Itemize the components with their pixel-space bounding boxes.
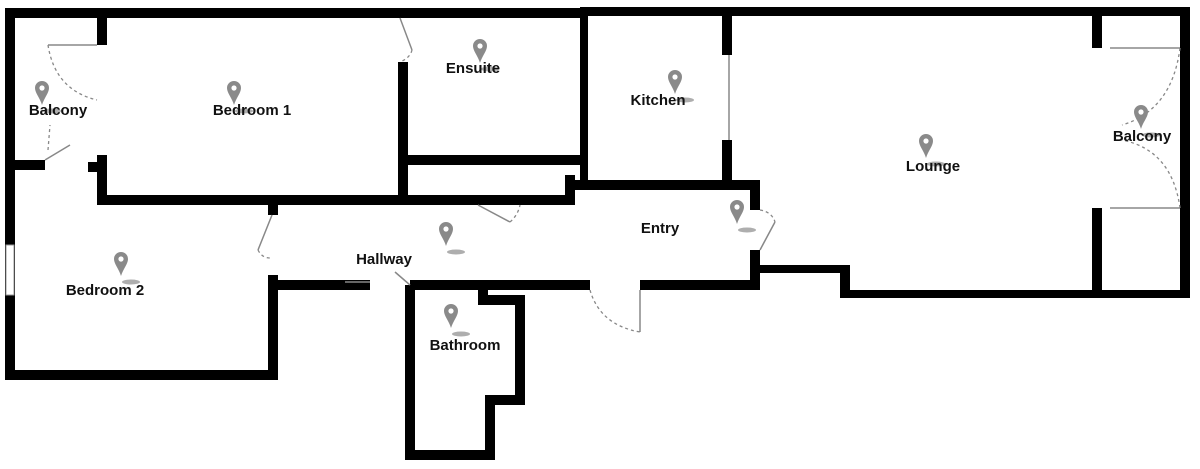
room-bathroom[interactable]: Bathroom xyxy=(430,304,501,354)
doors xyxy=(44,17,1181,333)
room-label: Lounge xyxy=(906,158,960,175)
room-bedroom-2[interactable]: Bedroom 2 xyxy=(66,252,144,299)
room-bedroom-1[interactable]: Bedroom 1 xyxy=(213,81,291,119)
room-lounge[interactable]: Lounge xyxy=(906,134,960,175)
window xyxy=(5,244,15,296)
room-label: Balcony xyxy=(29,102,88,119)
room-label: Bathroom xyxy=(430,337,501,354)
room-ensuite[interactable]: Ensuite xyxy=(446,39,500,77)
room-label: Entry xyxy=(641,220,680,237)
location-pin-icon xyxy=(444,304,470,337)
location-pin-icon xyxy=(114,252,140,285)
room-label: Bedroom 1 xyxy=(213,102,291,119)
room-entry[interactable]: Entry xyxy=(641,200,756,237)
room-label: Kitchen xyxy=(630,92,685,109)
room-label: Balcony xyxy=(1113,128,1172,145)
room-balcony-left[interactable]: Balcony xyxy=(29,81,88,119)
room-label: Ensuite xyxy=(446,60,500,77)
room-balcony-right[interactable]: Balcony xyxy=(1113,105,1172,145)
room-kitchen[interactable]: Kitchen xyxy=(630,70,694,109)
room-hallway[interactable]: Hallway xyxy=(356,222,465,268)
location-pin-icon xyxy=(439,222,465,255)
room-label: Hallway xyxy=(356,251,413,268)
walls xyxy=(5,7,1190,460)
room-label: Bedroom 2 xyxy=(66,282,144,299)
